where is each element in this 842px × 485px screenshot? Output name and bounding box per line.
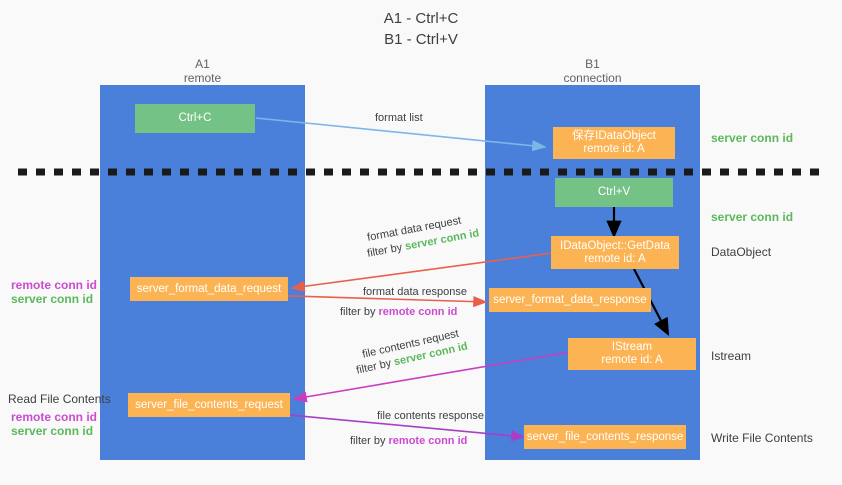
node-istream-line-2: remote id: A	[601, 354, 663, 366]
node-ctrl-v[interactable]: Ctrl+V	[555, 178, 673, 207]
node-server-file-contents-response[interactable]: server_file_contents_response	[524, 425, 686, 449]
annotation-server-conn-id-mid: server conn id	[711, 210, 794, 224]
edge-label-file-contents-response-filter: filter by remote conn id	[350, 434, 467, 448]
edge-label-format-data-response: format data response	[363, 286, 467, 298]
node-istream[interactable]: IStream remote id: A	[568, 338, 696, 370]
filter-prefix: filter by	[350, 435, 389, 447]
annotation-write-file-contents: Write File Contents	[711, 431, 813, 445]
node-server-format-data-request-label: server_format_data_request	[136, 282, 282, 295]
edge-label-format-list: format list	[375, 112, 423, 124]
annotation-server-conn-id-1: server conn id	[11, 292, 94, 306]
node-ctrl-v-label: Ctrl+V	[597, 186, 631, 198]
node-server-format-data-response[interactable]: server_format_data_response	[489, 288, 651, 312]
annotation-remote-conn-id-2: remote conn id	[11, 410, 98, 424]
column-header-b1-name: B1	[585, 57, 600, 71]
node-idataobject-getdata-line-1: IDataObject::GetData	[560, 239, 670, 252]
filter-value-remote-conn-id: remote conn id	[388, 435, 468, 447]
node-server-file-contents-request-label: server_file_contents_request	[135, 398, 283, 411]
edge-label-format-data-response-filter: filter by remote conn id	[340, 305, 457, 319]
annotation-read-file-contents: Read File Contents	[8, 392, 111, 406]
node-server-format-data-request[interactable]: server_format_data_request	[130, 277, 288, 301]
column-header-a1-sub: remote	[183, 71, 222, 85]
node-idataobject-getdata-line-2: remote id: A	[584, 252, 646, 265]
node-idataobject-getdata[interactable]: IDataObject::GetData remote id: A	[551, 236, 679, 269]
node-save-idataobject-line-2: remote id: A	[583, 143, 645, 155]
annotation-dataobject: DataObject	[711, 245, 772, 259]
filter-prefix: filter by	[355, 356, 396, 377]
annotation-server-conn-id-top: server conn id	[711, 131, 794, 145]
filter-value-remote-conn-id: remote conn id	[378, 306, 458, 318]
filter-prefix: filter by	[340, 306, 379, 318]
node-istream-line-1: IStream	[611, 341, 653, 353]
annotation-istream: Istream	[711, 349, 752, 363]
column-header-a1: A1 remote	[100, 57, 305, 85]
node-ctrl-c-label: Ctrl+C	[178, 112, 212, 124]
column-header-a1-name: A1	[195, 57, 210, 71]
edge-label-file-contents-response: file contents response	[377, 410, 485, 422]
title-line-1: A1 - Ctrl+C	[383, 10, 459, 27]
node-save-idataobject-line-1: 保存IDataObject	[572, 130, 656, 142]
column-header-b1-sub: connection	[563, 71, 622, 85]
title-line-2: B1 - Ctrl+V	[384, 31, 458, 48]
node-server-file-contents-request[interactable]: server_file_contents_request	[128, 393, 290, 417]
annotation-server-conn-id-2: server conn id	[11, 424, 94, 438]
diagram-title: A1 - Ctrl+C B1 - Ctrl+V	[0, 8, 842, 50]
annotation-remote-conn-id-1: remote conn id	[11, 278, 98, 292]
node-save-idataobject[interactable]: 保存IDataObject remote id: A	[553, 127, 675, 159]
node-ctrl-c[interactable]: Ctrl+C	[135, 104, 255, 133]
node-server-format-data-response-label: server_format_data_response	[493, 293, 647, 306]
node-server-file-contents-response-label: server_file_contents_response	[526, 430, 684, 443]
column-header-b1: B1 connection	[485, 57, 700, 85]
